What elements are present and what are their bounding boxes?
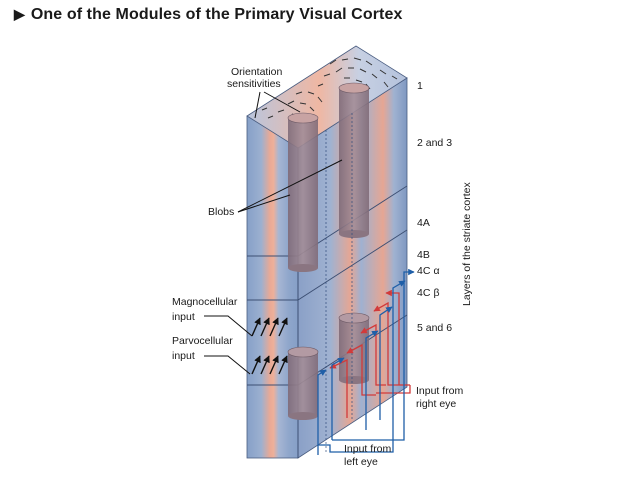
parvo-label-1: Parvocellular bbox=[172, 335, 233, 347]
layer-label: 1 bbox=[417, 80, 423, 92]
left-eye-label-2: left eye bbox=[344, 456, 378, 468]
blob-upper-left bbox=[287, 112, 319, 272]
blob-lower-right bbox=[338, 312, 370, 384]
layer-label: 4A bbox=[417, 217, 430, 229]
block-top-face bbox=[246, 45, 408, 149]
blob-lower-left bbox=[287, 346, 319, 420]
right-eye-label-1: Input from bbox=[416, 385, 464, 397]
parvocellular-input-arrows bbox=[251, 355, 288, 375]
blobs-label: Blobs bbox=[208, 206, 234, 218]
layer-label: 2 and 3 bbox=[417, 137, 452, 149]
orientation-pattern bbox=[261, 57, 398, 119]
title-text: One of the Modules of the Primary Visual… bbox=[30, 6, 403, 23]
layer-label: 5 and 6 bbox=[417, 322, 452, 334]
label-connectors bbox=[204, 91, 343, 375]
right-eye-label-2: right eye bbox=[416, 398, 456, 410]
magnocellular-input-arrows bbox=[251, 317, 288, 337]
layer-label-text: 4C bbox=[417, 287, 431, 299]
parvo-label-2: input bbox=[172, 350, 195, 362]
left-eye-input-lines bbox=[317, 268, 415, 455]
axis-title: Layers of the striate cortex bbox=[461, 182, 473, 306]
magno-label-1: Magnocellular bbox=[172, 296, 238, 308]
play-triangle-icon: ▶ bbox=[14, 6, 25, 22]
layer-label-text: 4C bbox=[417, 265, 431, 277]
magno-label-2: input bbox=[172, 311, 195, 323]
layer-label-greek: α bbox=[433, 265, 439, 277]
orientation-label-1: Orientation bbox=[231, 66, 283, 78]
layer-label: 4B bbox=[417, 249, 430, 261]
blob-upper-right bbox=[338, 82, 370, 238]
layer-label-greek: β bbox=[433, 287, 439, 299]
orientation-label-2: sensitivities bbox=[227, 78, 281, 90]
column-edges bbox=[325, 113, 353, 452]
left-eye-label-1: Input from bbox=[344, 443, 392, 455]
figure-title: ▶ One of the Modules of the Primary Visua… bbox=[14, 6, 402, 24]
